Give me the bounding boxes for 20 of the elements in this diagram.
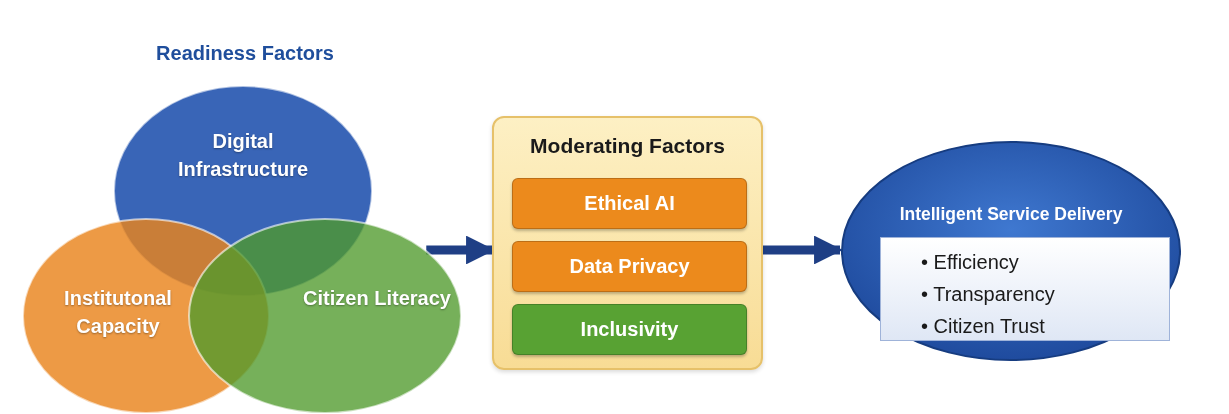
diagram-title: Readiness Factors bbox=[155, 42, 335, 65]
factor-box bbox=[512, 178, 747, 229]
bullet-item: • Efficiency bbox=[921, 250, 1020, 275]
bullet-item: • Citizen Trust bbox=[921, 314, 1046, 339]
bullet-item: • Transparency bbox=[921, 282, 1056, 307]
factor-box bbox=[512, 304, 747, 355]
outcome-ellipse bbox=[840, 140, 1182, 362]
ellipse-heading: Intelligent Service Delivery bbox=[898, 204, 1124, 225]
moderating-panel bbox=[492, 116, 763, 370]
factor-label: Data Privacy bbox=[569, 255, 690, 278]
circle-label: Digital Infrastructure bbox=[177, 129, 309, 182]
factor-label: Ethical AI bbox=[584, 192, 675, 215]
panel-heading: Moderating Factors bbox=[529, 134, 726, 158]
circle-label: Institutonal Capacity bbox=[63, 286, 173, 339]
factor-label: Inclusivity bbox=[580, 318, 679, 341]
arrow bbox=[763, 235, 843, 265]
circle-label: Citizen Literacy bbox=[302, 286, 452, 311]
factor-box bbox=[512, 241, 747, 292]
outcome-list-panel bbox=[880, 237, 1170, 341]
venn-circle bbox=[188, 218, 462, 414]
